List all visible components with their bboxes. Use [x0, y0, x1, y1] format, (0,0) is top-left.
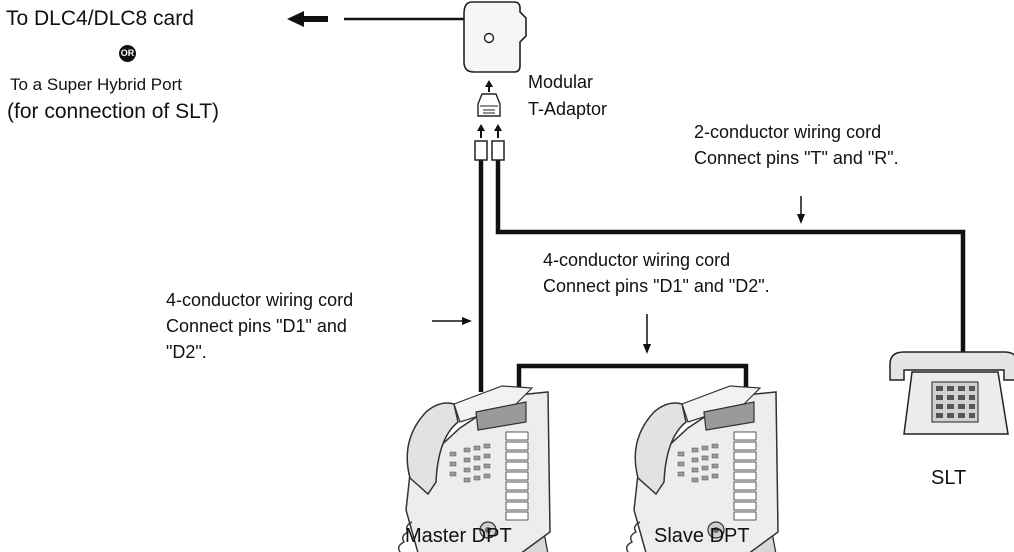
cord-4conductor-left-pins-cont: "D2".	[166, 342, 207, 362]
master-dpt-label: Master DPT	[405, 525, 512, 547]
destination-slt-note: (for connection of SLT)	[7, 100, 220, 123]
adaptor-label-line2: T-Adaptor	[528, 99, 608, 119]
adaptor-label-line1: Modular	[528, 72, 594, 92]
master-slave-cable	[516, 363, 749, 392]
plug-up-arrow	[485, 80, 493, 92]
destination-card-label: To DLC4/DLC8 card	[6, 7, 194, 30]
connector-up-arrows	[477, 124, 502, 138]
right-connector-icon	[491, 140, 505, 161]
slave-dpt-label: Slave DPT	[654, 525, 750, 547]
slt-label: SLT	[931, 467, 967, 489]
slt-cable	[495, 160, 966, 352]
cord-2conductor-label: 2-conductor wiring cord	[694, 122, 882, 142]
slt-phone-icon	[889, 351, 1014, 435]
or-badge-icon: OR	[119, 45, 136, 62]
modular-t-adaptor-icon	[463, 1, 527, 73]
modular-plug-icon	[477, 93, 501, 117]
cord-2conductor-pins: Connect pins "T" and "R".	[694, 148, 899, 168]
destination-hybrid-label: To a Super Hybrid Port	[10, 75, 182, 94]
left-connector-icon	[474, 140, 488, 161]
cord-4conductor-top-label: 4-conductor wiring cord	[543, 250, 731, 270]
cord-4conductor-left-label: 4-conductor wiring cord	[166, 290, 354, 310]
cord-4conductor-left-pins: Connect pins "D1" and	[166, 316, 347, 336]
cord-4conductor-top-pins: Connect pins "D1" and "D2".	[543, 276, 770, 296]
to-card-arrow	[287, 11, 328, 27]
